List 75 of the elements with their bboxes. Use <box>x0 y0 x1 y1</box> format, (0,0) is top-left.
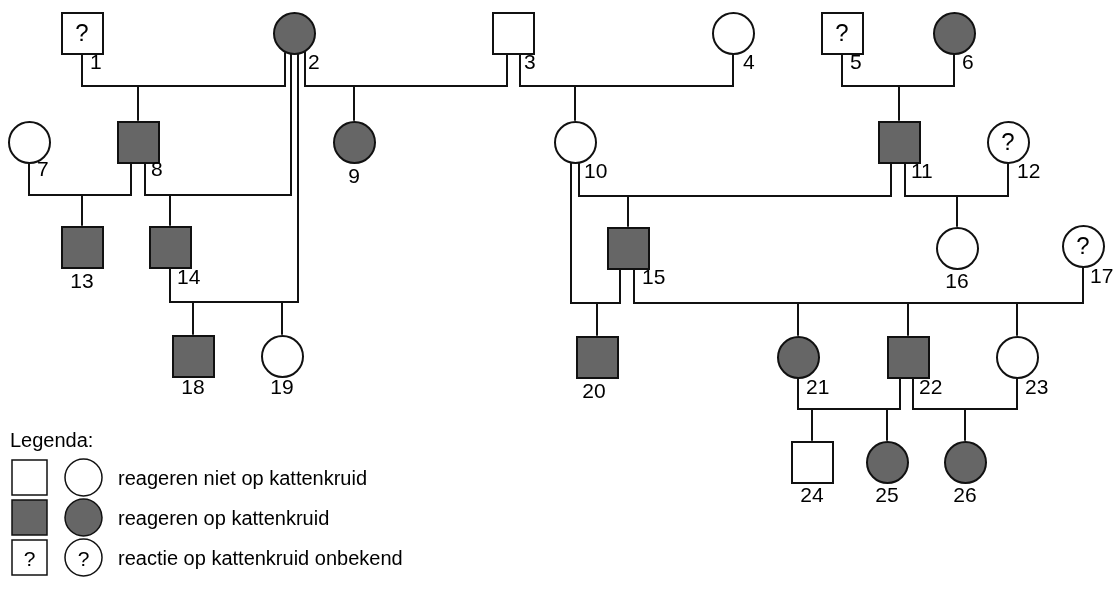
pedigree-circle <box>332 120 376 164</box>
pedigree-square <box>148 225 192 269</box>
legend-text: reactie op kattenkruid onbekend <box>118 548 403 568</box>
pedigree-line <box>353 53 508 122</box>
pedigree-square <box>877 120 921 164</box>
pedigree-circle <box>1061 224 1105 268</box>
pedigree-line <box>137 51 286 122</box>
individual-number: 17 <box>1090 265 1114 286</box>
pedigree-square <box>171 334 215 378</box>
pedigree-square <box>606 226 650 270</box>
individual-number: 4 <box>743 51 755 72</box>
pedigree-square <box>116 120 160 164</box>
pedigree-line <box>898 53 955 122</box>
pedigree-line <box>596 268 621 337</box>
individual-number: 26 <box>953 484 977 505</box>
pedigree-circle <box>865 440 909 484</box>
pedigree-line <box>956 162 1009 228</box>
legend-title: Legenda: <box>10 430 94 450</box>
pedigree-line <box>964 377 1018 442</box>
individual-number: 10 <box>584 160 608 181</box>
pedigree-circle <box>935 226 979 270</box>
individual-number: 7 <box>37 158 49 179</box>
pedigree-circle <box>711 11 755 55</box>
pedigree-square <box>575 335 619 379</box>
pedigree-circle <box>943 440 987 484</box>
pedigree-circle <box>260 334 304 378</box>
pedigree-square <box>886 335 930 379</box>
legend-text: reageren niet op kattenkruid <box>118 468 368 488</box>
individual-number: 21 <box>806 376 830 397</box>
individual-number: 15 <box>642 266 666 287</box>
individual-number: 20 <box>582 380 606 401</box>
pedigree-line <box>574 53 734 122</box>
pedigree-square <box>790 440 834 484</box>
individual-number: 19 <box>270 376 294 397</box>
legend-text: reageren op kattenkruid <box>118 508 330 528</box>
individual-number: 2 <box>308 51 320 72</box>
pedigree-square <box>820 11 864 55</box>
pedigree-circle <box>272 11 316 55</box>
question-mark: ? <box>1076 234 1090 258</box>
pedigree-line <box>81 162 132 227</box>
individual-number: 3 <box>524 51 536 72</box>
pedigree-square <box>60 225 104 269</box>
individual-number: 24 <box>800 484 824 505</box>
individual-number: 25 <box>875 484 899 505</box>
pedigree-line <box>169 53 292 227</box>
individual-number: 1 <box>90 51 102 72</box>
individual-number: 18 <box>181 376 205 397</box>
individual-number: 13 <box>70 270 94 291</box>
pedigree-circle <box>776 335 820 379</box>
individual-number: 8 <box>151 158 163 179</box>
individual-number: 5 <box>850 51 862 72</box>
pedigree-circle <box>7 120 51 164</box>
pedigree-line <box>627 162 892 228</box>
pedigree-line <box>886 377 901 442</box>
question-mark: ? <box>23 547 36 568</box>
pedigree-line <box>281 53 299 336</box>
pedigree-circle <box>986 120 1030 164</box>
individual-number: 14 <box>177 266 201 287</box>
pedigree-circle <box>553 120 597 164</box>
individual-number: 9 <box>348 165 360 186</box>
pedigree-line <box>1016 266 1084 337</box>
individual-number: 22 <box>919 376 943 397</box>
individual-number: 11 <box>911 160 933 181</box>
pedigree-circle <box>932 11 976 55</box>
question-mark: ? <box>75 21 89 45</box>
question-mark: ? <box>835 21 849 45</box>
pedigree-circle <box>995 335 1039 379</box>
individual-number: 6 <box>962 51 974 72</box>
pedigree-square <box>60 11 104 55</box>
question-mark: ? <box>1001 130 1015 154</box>
pedigree-square <box>491 11 535 55</box>
individual-number: 23 <box>1025 376 1049 397</box>
question-mark: ? <box>77 547 90 568</box>
individual-number: 12 <box>1017 160 1041 181</box>
individual-number: 16 <box>945 270 969 291</box>
